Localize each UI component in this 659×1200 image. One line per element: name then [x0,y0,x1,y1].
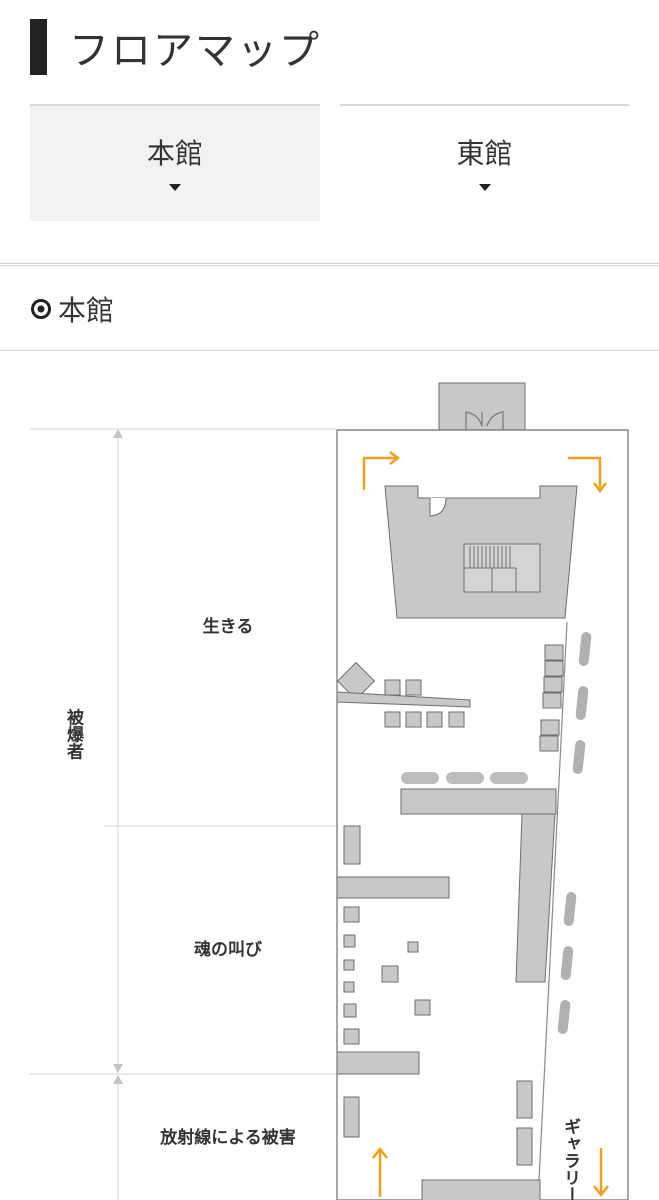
tab-main-building-label: 本館 [146,137,203,170]
zone-label-soul-cry: 魂の叫び [194,939,262,960]
gallery-markers [557,632,592,1034]
page-heading: フロアマップ [30,18,321,76]
exhibits [336,825,450,1075]
zone-label-radiation: 放射線による被害 [159,1127,296,1148]
heading-accent-bar [30,19,47,75]
central-hall [384,485,578,619]
section-divider [0,263,659,266]
section-divider [0,350,659,351]
route-arrows [362,451,609,1198]
zone-guides [30,428,336,1200]
tab-east-building[interactable]: 東館 [340,104,629,221]
guide-arrowheads [113,429,123,1084]
target-icon [30,298,52,320]
floor-map[interactable]: 被爆者 生きる 魂の叫び 放射線による被害 ギャラリー [0,352,659,1200]
building-header: 本館 [30,288,114,330]
caret-down-icon [169,184,181,191]
page-title: フロアマップ [69,28,321,74]
interior-wall [537,621,568,1200]
exhibits [343,1080,541,1200]
zone-label-living: 生きる [203,616,254,637]
tab-east-building-label: 東館 [456,137,513,170]
svg-text:被爆者: 被爆者 [63,707,85,760]
tab-main-building[interactable]: 本館 [30,104,320,221]
gallery-label: ギャラリー [560,1118,580,1200]
caret-down-icon [478,184,491,191]
building-name: 本館 [58,294,115,327]
section-label: 被爆者 [63,707,85,760]
exhibits [336,644,564,983]
entrance [438,382,526,431]
bench-row [401,772,528,784]
